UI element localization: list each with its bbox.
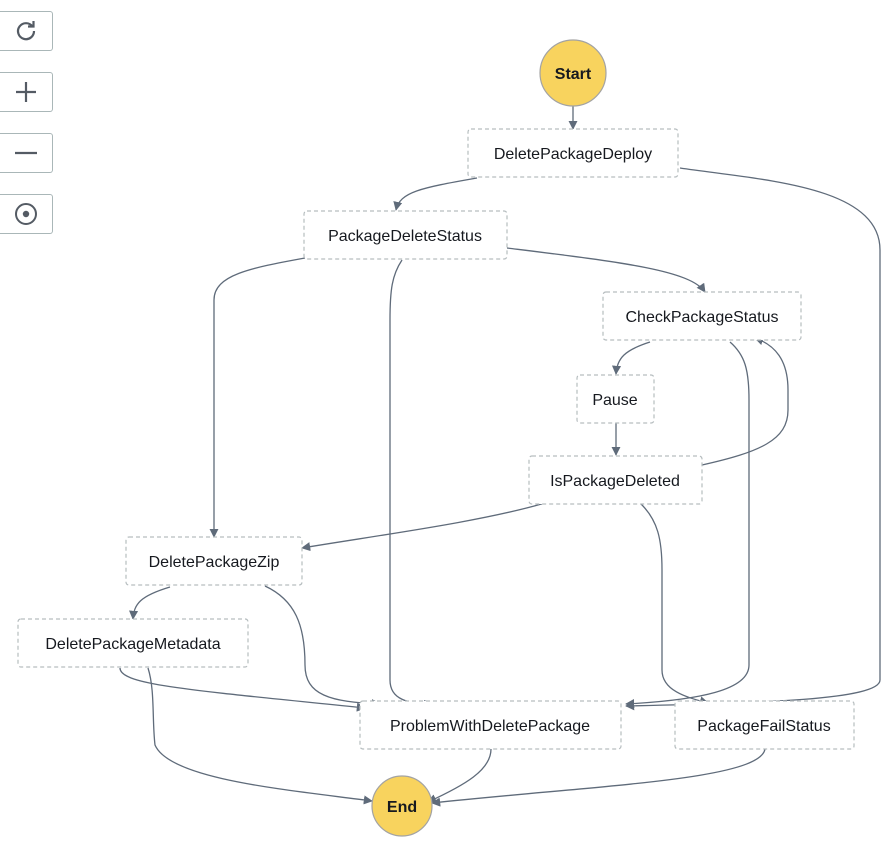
- state-label: PackageDeleteStatus: [328, 228, 482, 245]
- zoom-in-button[interactable]: [0, 72, 53, 112]
- refresh-icon: [16, 21, 36, 41]
- edge-zip-to-delete-package-metadata: [129, 586, 171, 620]
- state-label: Pause: [592, 392, 637, 409]
- edge-check-to-pause: [611, 341, 651, 375]
- edge-status-to-check-package-status: [506, 247, 706, 293]
- state-label: PackageFailStatus: [697, 718, 830, 735]
- edge-is-deleted-to-fail-status: [639, 502, 709, 706]
- zoom-out-button[interactable]: [0, 133, 53, 173]
- edge-check-to-problem: [625, 341, 750, 709]
- state-delete-package-metadata[interactable]: DeletePackageMetadata: [17, 618, 249, 668]
- state-label: ProblemWithDeletePackage: [390, 718, 590, 735]
- edge-is-deleted-to-check: [701, 336, 789, 466]
- start-node[interactable]: Start: [539, 39, 607, 107]
- state-label: IsPackageDeleted: [550, 473, 680, 490]
- center-button[interactable]: [0, 194, 53, 234]
- edge-zip-to-problem: [264, 585, 381, 709]
- state-delete-package-zip[interactable]: DeletePackageZip: [125, 536, 303, 586]
- refresh-button[interactable]: [0, 11, 53, 51]
- plus-icon: [16, 82, 36, 102]
- state-delete-package-deploy[interactable]: DeletePackageDeploy: [467, 128, 679, 178]
- end-node[interactable]: End: [371, 775, 433, 837]
- state-is-package-deleted[interactable]: IsPackageDeleted: [528, 455, 703, 505]
- edge-deploy-to-package-delete-status: [393, 177, 478, 211]
- state-package-fail-status[interactable]: PackageFailStatus: [674, 700, 855, 750]
- state-check-package-status[interactable]: CheckPackageStatus: [602, 291, 802, 341]
- state-label: DeletePackageZip: [149, 554, 280, 571]
- edge-status-to-delete-package-zip: [209, 257, 306, 538]
- state-problem-with-delete-package[interactable]: ProblemWithDeletePackage: [359, 700, 622, 750]
- state-label: CheckPackageStatus: [626, 309, 779, 326]
- edge-metadata-to-problem: [119, 667, 366, 712]
- state-package-delete-status[interactable]: PackageDeleteStatus: [303, 210, 508, 260]
- edge-problem-to-end: [427, 748, 492, 803]
- minus-icon: [15, 151, 37, 155]
- start-label: Start: [555, 66, 592, 83]
- edge-deploy-to-problem: [625, 167, 881, 711]
- edge-is-deleted-to-delete-package-zip: [301, 502, 546, 552]
- state-label: DeletePackageMetadata: [45, 636, 220, 653]
- state-pause[interactable]: Pause: [576, 374, 655, 424]
- edge-status-to-problem: [389, 259, 433, 709]
- center-target-icon: [15, 203, 37, 225]
- state-label: DeletePackageDeploy: [494, 146, 652, 163]
- end-label: End: [387, 799, 417, 816]
- edge-metadata-to-end: [147, 667, 373, 805]
- edge-fail-status-to-end: [431, 748, 766, 807]
